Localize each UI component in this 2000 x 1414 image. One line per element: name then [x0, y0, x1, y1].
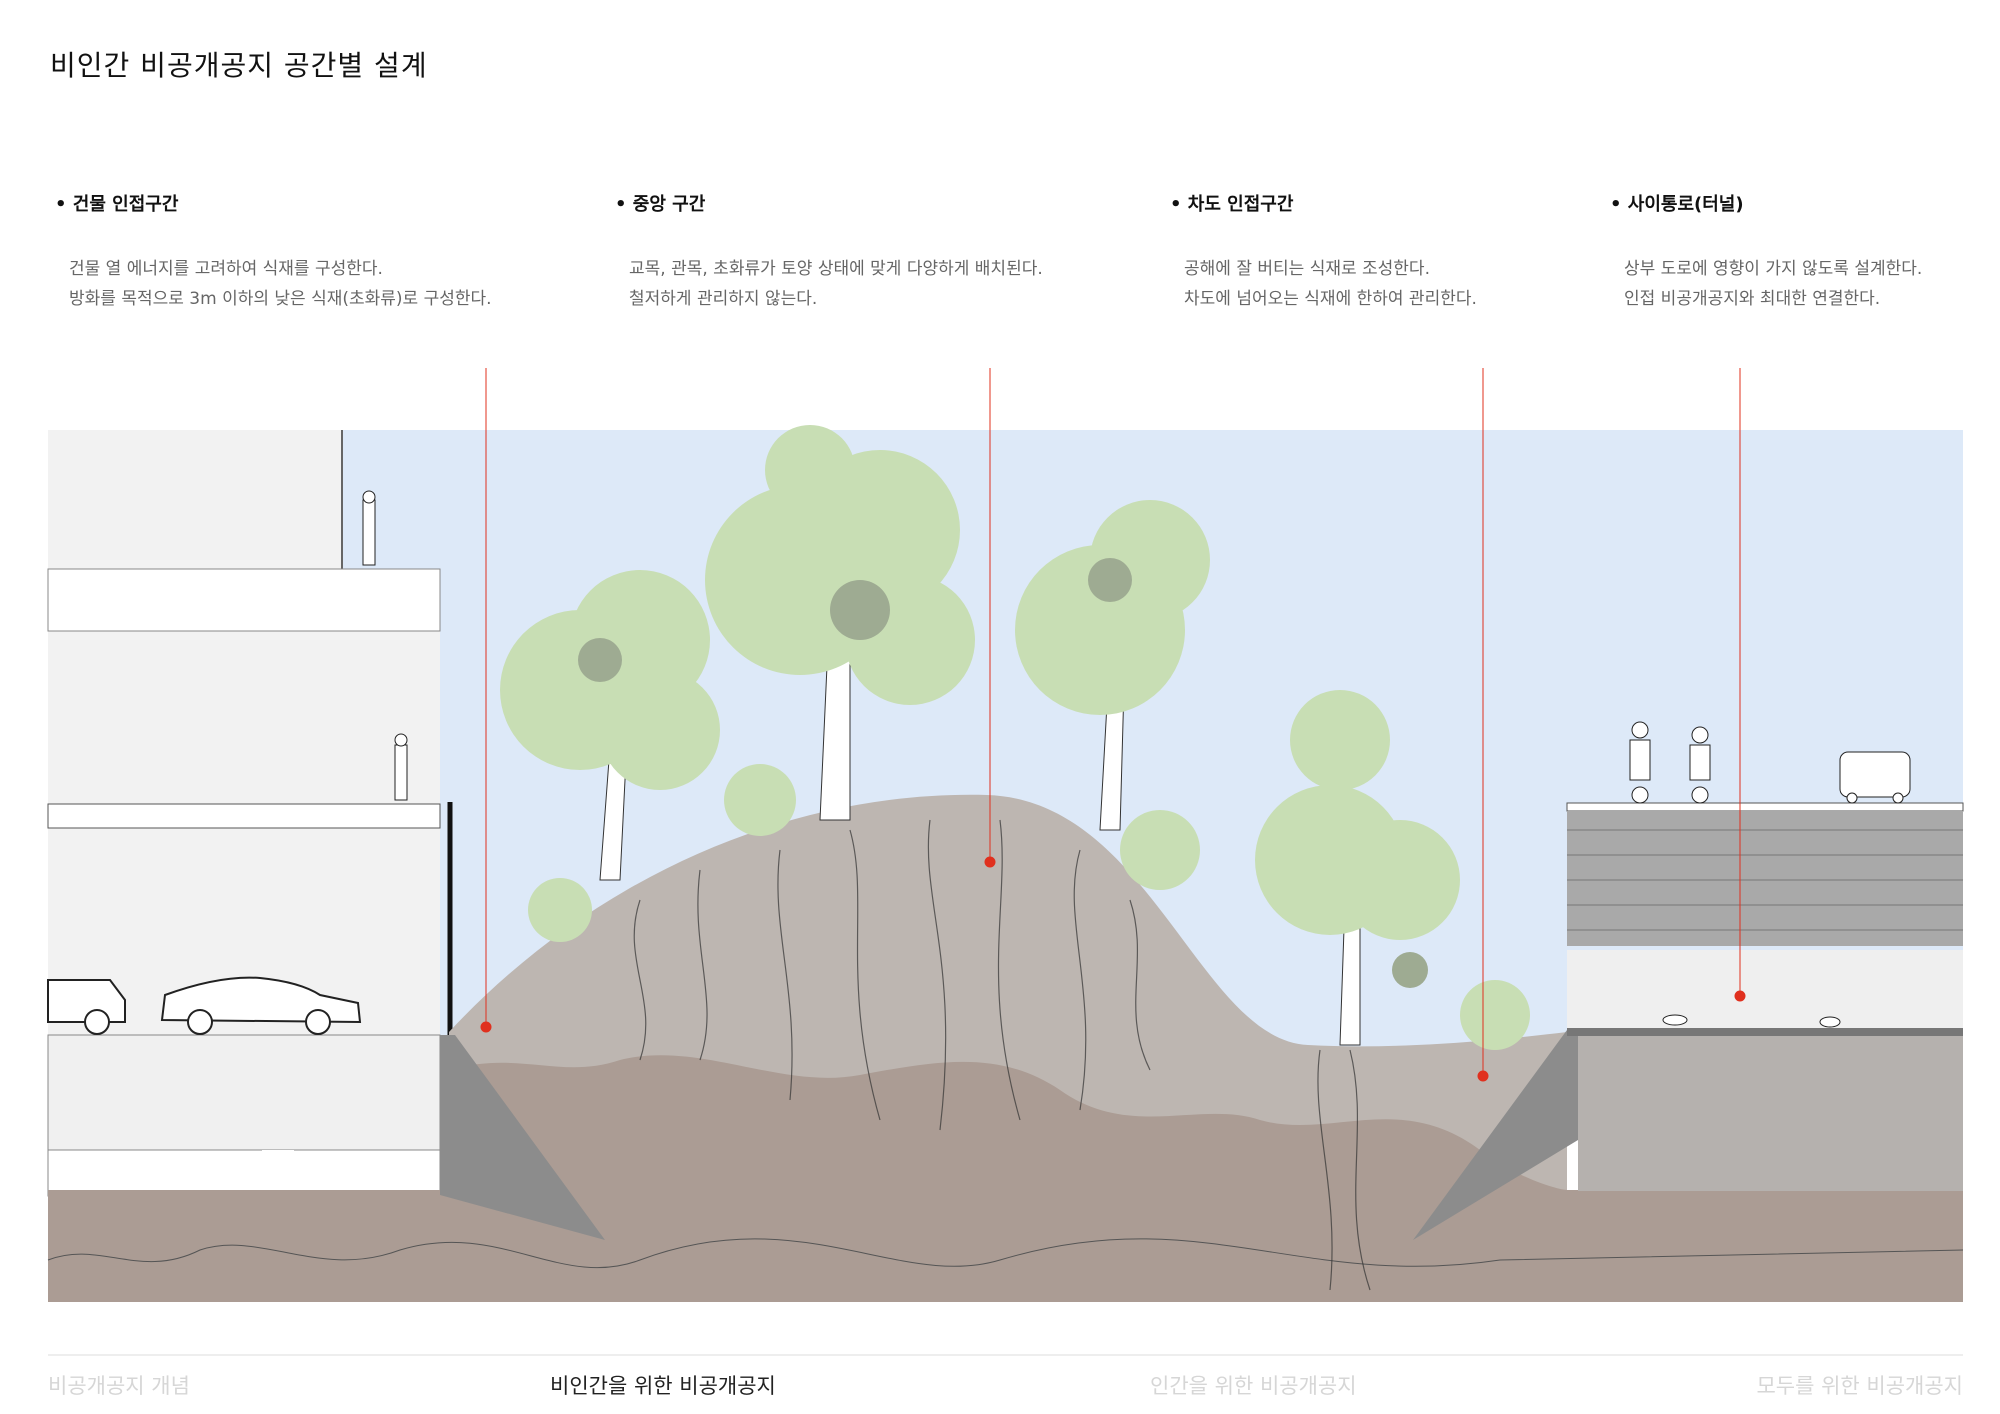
- marker-dot: [1734, 990, 1746, 1002]
- marker-dot: [984, 856, 996, 868]
- tree-icon: [1255, 690, 1530, 1050]
- zone-line: 방화를 목적으로 3m 이하의 낮은 식재(초화류)로 구성한다.: [69, 289, 492, 309]
- zone-line: 건물 열 에너지를 고려하여 식재를 구성한다.: [69, 259, 383, 279]
- car-icon: [47, 979, 126, 1035]
- nav-human[interactable]: 인간을 위한 비공개공지: [1150, 1374, 1357, 1398]
- roots: [633, 819, 1371, 1291]
- shrub-icon: [724, 764, 796, 836]
- nav-nonhuman[interactable]: 비인간을 위한 비공개공지: [550, 1374, 776, 1398]
- road-tunnel-structure: [1566, 721, 1964, 1191]
- zone-description: 건물 열 에너지를 고려하여 식재를 구성한다. 방화를 목적으로 3m 이하의 …: [69, 254, 615, 314]
- zone-heading: 중앙 구간: [615, 190, 1175, 216]
- zone-heading: 건물 인접구간: [55, 190, 615, 216]
- zone-description: 교목, 관목, 초화류가 토양 상태에 맞게 다양하게 배치된다. 철저하게 관리…: [629, 254, 1175, 314]
- shrub-icon: [1120, 810, 1200, 890]
- zone-description: 공해에 잘 버티는 식재로 조성한다. 차도에 넘어오는 식재에 한하여 관리한다…: [1184, 254, 1730, 314]
- zone-line: 철저하게 관리하지 않는다.: [629, 289, 818, 309]
- zone-line: 상부 도로에 영향이 가지 않도록 설계한다.: [1624, 259, 1923, 279]
- zone-heading: 차도 인접구간: [1170, 190, 1730, 216]
- shrub-icon: [528, 878, 592, 942]
- cyclist-icon: [1629, 721, 1651, 804]
- zone-road-adjacent: 차도 인접구간 공해에 잘 버티는 식재로 조성한다. 차도에 넘어오는 식재에 …: [1170, 190, 1730, 314]
- footer-divider: [48, 1354, 1963, 1356]
- person-icon: [394, 733, 408, 801]
- zone-line: 공해에 잘 버티는 식재로 조성한다.: [1184, 259, 1430, 279]
- retaining-wall: [440, 1035, 605, 1240]
- marker-dot: [1477, 1070, 1489, 1082]
- car-icon: [1839, 751, 1911, 804]
- zone-description: 상부 도로에 영향이 가지 않도록 설계한다. 인접 비공개공지와 최대한 연결한…: [1624, 254, 2000, 314]
- car-icon: [160, 976, 362, 1035]
- retaining-wall: [1413, 1030, 1578, 1240]
- cat-icon: [1662, 1014, 1688, 1026]
- zone-heading: 사이통로(터널): [1610, 190, 2000, 216]
- nav-concept[interactable]: 비공개공지 개념: [48, 1374, 190, 1398]
- zone-building-adjacent: 건물 인접구간 건물 열 에너지를 고려하여 식재를 구성한다. 방화를 목적으로…: [55, 190, 615, 314]
- zone-tunnel: 사이통로(터널) 상부 도로에 영향이 가지 않도록 설계한다. 인접 비공개공지…: [1610, 190, 2000, 314]
- nav-everyone[interactable]: 모두를 위한 비공개공지: [1756, 1374, 1963, 1398]
- page-title: 비인간 비공개공지 공간별 설계: [50, 49, 428, 82]
- cyclist-icon: [1689, 726, 1711, 804]
- animal-icon: [1819, 1016, 1841, 1028]
- zone-line: 인접 비공개공지와 최대한 연결한다.: [1624, 289, 1881, 309]
- tree-icon: [705, 425, 975, 821]
- marker-dot: [480, 1021, 492, 1033]
- tree-icon: [1015, 500, 1210, 831]
- person-icon: [362, 490, 376, 566]
- tree-icon: [500, 570, 720, 881]
- zone-line: 교목, 관목, 초화류가 토양 상태에 맞게 다양하게 배치된다.: [629, 259, 1043, 279]
- zone-central: 중앙 구간 교목, 관목, 초화류가 토양 상태에 맞게 다양하게 배치된다. 철…: [615, 190, 1175, 314]
- building-section: [47, 430, 453, 1300]
- annotation-markers: [480, 368, 1746, 1082]
- zone-line: 차도에 넘어오는 식재에 한하여 관리한다.: [1184, 289, 1477, 309]
